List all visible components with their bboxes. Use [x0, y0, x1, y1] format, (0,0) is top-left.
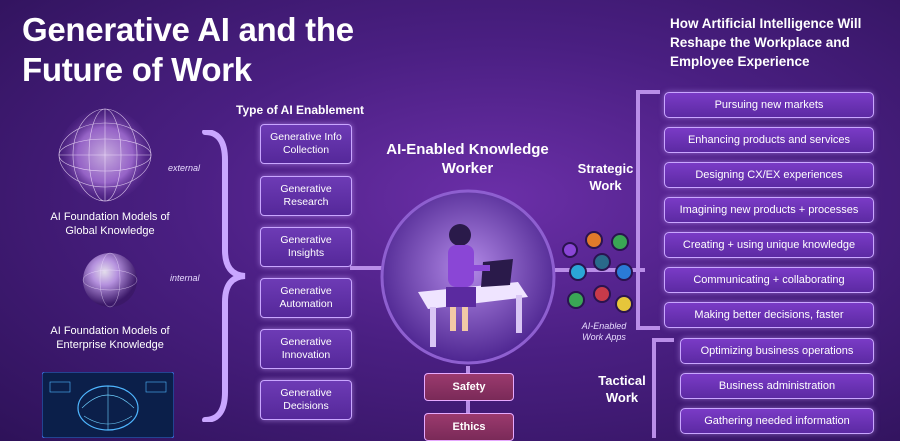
tactical-label: Tactical Work	[598, 373, 646, 405]
enablement-item[interactable]: Generative Innovation	[260, 329, 352, 369]
ethics-box[interactable]: Ethics	[424, 413, 514, 441]
enablement-item[interactable]: Generative Research	[260, 176, 352, 216]
strategic-item[interactable]: Designing CX/EX experiences	[664, 162, 874, 188]
bracket-tick	[652, 338, 674, 342]
safety-box[interactable]: Safety	[424, 373, 514, 401]
internal-label: internal	[170, 273, 200, 283]
enterprise-models-label: AI Foundation Models of Enterprise Knowl…	[50, 325, 170, 351]
global-models-label: AI Foundation Models of Global Knowledge	[50, 211, 170, 237]
strategic-label: Strategic Work	[577, 161, 634, 193]
strategic-item[interactable]: Enhancing products and services	[664, 127, 874, 153]
strategic-item[interactable]: Making better decisions, faster	[664, 302, 874, 328]
strategic-item[interactable]: Creating + using unique knowledge	[664, 232, 874, 258]
enablement-item[interactable]: Generative Info Collection	[260, 124, 352, 164]
external-label: external	[168, 163, 201, 173]
work-apps-icon	[562, 231, 633, 313]
bracket-icon	[202, 130, 246, 422]
tactical-item[interactable]: Business administration	[680, 373, 874, 399]
center-title: AI-Enabled Knowledge Worker	[386, 141, 549, 177]
global-knowledge-globe-icon	[58, 108, 152, 202]
enablement-item[interactable]: Generative Decisions	[260, 380, 352, 420]
tactical-bracket-line	[652, 338, 656, 438]
connector-line	[466, 366, 470, 441]
enterprise-knowledge-globe-icon	[82, 252, 138, 308]
page-title: Generative AI and the Future of Work	[22, 11, 354, 88]
strategic-item[interactable]: Pursuing new markets	[664, 92, 874, 118]
knowledge-worker-illustration	[380, 189, 556, 365]
work-apps-label: AI-Enabled Work Apps	[581, 321, 627, 342]
strategic-item[interactable]: Imagining new products + processes	[664, 197, 874, 223]
bracket-tick	[636, 90, 660, 94]
bracket-tick	[636, 326, 660, 330]
right-title: How Artificial Intelligence Will Reshape…	[670, 16, 862, 69]
strategic-bracket-line	[636, 90, 640, 330]
tactical-item[interactable]: Gathering needed information	[680, 408, 874, 434]
enablement-item[interactable]: Generative Automation	[260, 278, 352, 318]
tactical-item[interactable]: Optimizing business operations	[680, 338, 874, 364]
strategic-item[interactable]: Communicating + collaborating	[664, 267, 874, 293]
ai-brain-image-icon	[42, 372, 174, 438]
enablement-title: Type of AI Enablement	[236, 103, 365, 117]
enablement-item[interactable]: Generative Insights	[260, 227, 352, 267]
connector-line	[350, 266, 382, 270]
